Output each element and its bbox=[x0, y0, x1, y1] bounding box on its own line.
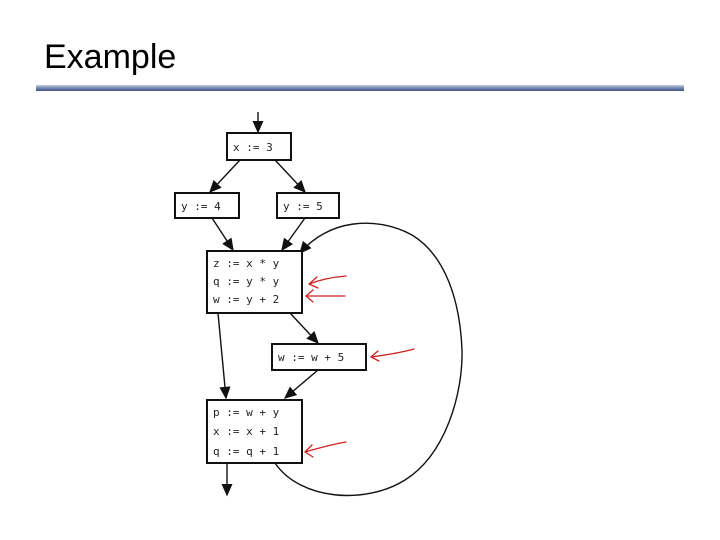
bottom-stmt: q := q + 1 bbox=[213, 445, 279, 458]
edge-back-loop bbox=[274, 222, 463, 497]
bottom-stmt: p := w + y bbox=[213, 406, 280, 419]
title-divider bbox=[36, 85, 684, 91]
annotation-marks bbox=[304, 275, 415, 458]
middle-block: z := x * y q := y * y w := y + 2 bbox=[206, 250, 303, 314]
entry-block: x := 3 bbox=[226, 132, 292, 161]
entry-stmt: x := 3 bbox=[233, 141, 273, 154]
red-arrow-annotation bbox=[304, 441, 347, 458]
right-block: y := 5 bbox=[276, 192, 340, 219]
middle-stmt: q := y * y bbox=[213, 275, 280, 288]
red-arrow-annotation bbox=[370, 348, 415, 362]
middle-stmt: z := x * y bbox=[213, 257, 280, 270]
side-block: w := w + 5 bbox=[271, 343, 367, 371]
edge-entry-to-left bbox=[209, 159, 241, 194]
edge-middle-to-bottom bbox=[217, 312, 231, 400]
edge-entry-to-right bbox=[274, 159, 306, 194]
slide-title: Example bbox=[44, 38, 177, 76]
bottom-stmt: x := x + 1 bbox=[213, 425, 279, 438]
red-arrow-annotation bbox=[305, 289, 346, 303]
right-stmt: y := 5 bbox=[283, 200, 323, 213]
left-block: y := 4 bbox=[174, 192, 240, 219]
edge-left-to-middle bbox=[211, 217, 234, 252]
edge-side-to-bottom bbox=[283, 369, 319, 399]
left-stmt: y := 4 bbox=[181, 200, 221, 213]
side-stmt: w := w + 5 bbox=[278, 351, 344, 364]
edge-right-to-middle bbox=[281, 217, 306, 252]
red-arrow-annotation bbox=[308, 275, 347, 289]
bottom-block: p := w + y x := x + 1 q := q + 1 bbox=[206, 399, 303, 464]
middle-stmt: w := y + 2 bbox=[213, 293, 279, 306]
edge-middle-to-side bbox=[289, 312, 319, 345]
